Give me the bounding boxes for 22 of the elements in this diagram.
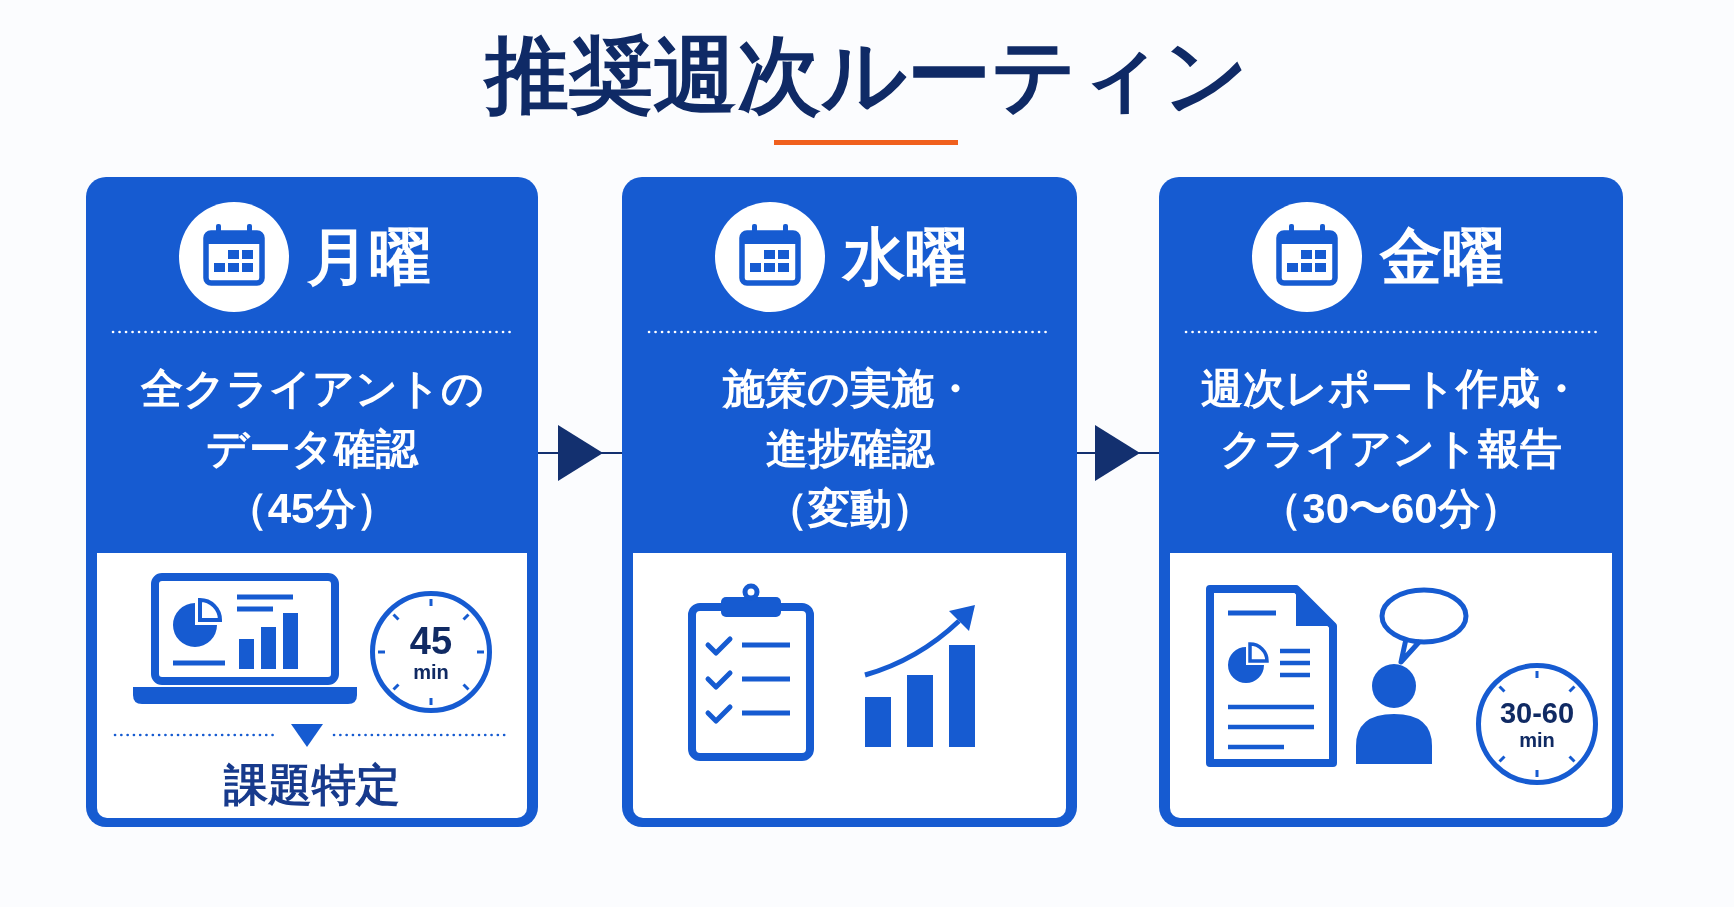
task-description: 施策の実施・進捗確認（変動）: [722, 364, 977, 534]
timer-dial: [369, 590, 493, 714]
day-panel: [86, 177, 538, 827]
content-area: [1170, 553, 1612, 818]
content-area: [633, 553, 1066, 818]
day-heading: 金曜: [1380, 221, 1504, 293]
timer-dial: [1475, 662, 1599, 786]
timer-unit: min: [1519, 729, 1555, 750]
day-panel: [1159, 177, 1623, 827]
task-description: 全クライアントのデータ確認（45分）: [139, 364, 485, 534]
task-description: 週次レポート作成・クライアント報告（30〜60分）: [1199, 364, 1583, 534]
day-heading: 水曜: [843, 221, 967, 293]
content-area: [97, 553, 527, 818]
timer-value: 45: [409, 622, 453, 660]
timer-unit: min: [413, 662, 449, 682]
page-title: 推奨週次ルーティン: [485, 30, 1249, 120]
timer-value: 30-60: [1499, 698, 1575, 728]
arrow: [1076, 425, 1160, 481]
outcome-label: 課題特定: [224, 759, 400, 811]
arrow: [537, 425, 623, 481]
day-heading: 月曜: [307, 221, 431, 293]
day-panel: [622, 177, 1077, 827]
